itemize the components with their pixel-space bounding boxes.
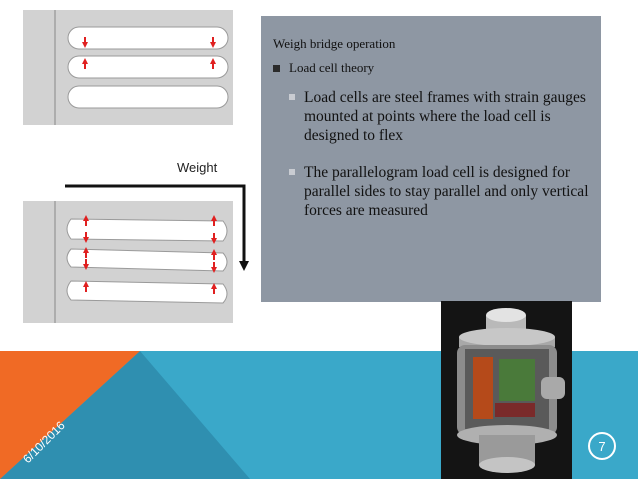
- weight-label: Weight: [177, 160, 218, 175]
- load-cell-diagram-top: [23, 10, 233, 125]
- bullet-load-cell-theory: Load cell theory: [273, 60, 589, 76]
- bullet-square-icon: [273, 65, 280, 72]
- load-cell-diagram-bottom: [23, 201, 233, 323]
- sub-bullet-text: The parallelogram load cell is designed …: [304, 164, 589, 219]
- dark-teal-triangle: [0, 351, 250, 479]
- sub-bullet-text: Load cells are steel frames with strain …: [304, 89, 586, 144]
- weight-arrow: [65, 184, 249, 271]
- load-cell-photo: [441, 301, 572, 479]
- bullet-square-icon: [289, 94, 295, 100]
- heading: Weigh bridge operation: [273, 36, 396, 51]
- page-number: 7: [588, 432, 616, 460]
- sub-bullet-parallelogram: The parallelogram load cell is designed …: [289, 163, 589, 220]
- bullet-text: Load cell theory: [289, 60, 375, 75]
- sub-bullet-steel-frames: Load cells are steel frames with strain …: [289, 88, 589, 145]
- orange-triangle: [0, 351, 140, 479]
- text-box: Weigh bridge operation Load cell theory …: [261, 16, 601, 302]
- bullet-square-icon: [289, 169, 295, 175]
